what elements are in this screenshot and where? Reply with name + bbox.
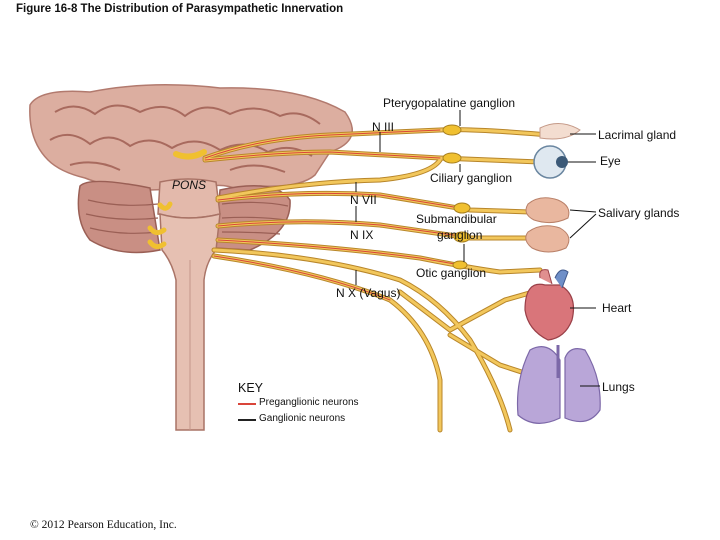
key-swatch-preganglionic	[238, 403, 256, 405]
copyright-notice: © 2012 Pearson Education, Inc.	[30, 519, 177, 531]
label-ciliary-ganglion: Ciliary ganglion	[430, 171, 513, 185]
label-n7: N VII	[350, 193, 377, 207]
lungs-illustration	[516, 345, 601, 424]
brain-illustration	[29, 84, 354, 431]
label-vagus: N X (Vagus)	[336, 286, 401, 300]
label-n9: N IX	[350, 228, 374, 242]
label-otic-ganglion: Otic ganglion	[416, 266, 487, 280]
eye	[533, 145, 568, 179]
key-swatch-ganglionic	[238, 419, 256, 421]
heart-illustration	[524, 269, 575, 341]
lacrimal-gland	[539, 123, 581, 140]
nerve-pathways	[202, 127, 563, 433]
label-salivary-glands: Salivary glands	[598, 206, 680, 220]
label-lacrimal-gland: Lacrimal gland	[598, 128, 677, 142]
label-lungs: Lungs	[602, 380, 635, 394]
key-label-ganglionic: Ganglionic neurons	[259, 413, 346, 424]
label-pterygopalatine-ganglion: Pterygopalatine ganglion	[383, 96, 516, 110]
label-heart: Heart	[602, 301, 632, 315]
label-submandibular-line2: ganglion	[437, 228, 483, 242]
label-submandibular-line1: Submandibular	[416, 212, 497, 226]
salivary-glands	[525, 197, 570, 253]
label-pons: PONS	[172, 178, 207, 192]
label-eye: Eye	[600, 154, 621, 168]
leader-lines	[355, 110, 600, 387]
key-label-preganglionic: Preganglionic neurons	[259, 397, 359, 408]
figure-title: Figure 16-8 The Distribution of Parasymp…	[16, 3, 344, 15]
key-title: KEY	[238, 381, 264, 395]
ganglia	[442, 124, 471, 270]
label-n3: N III	[372, 120, 395, 134]
